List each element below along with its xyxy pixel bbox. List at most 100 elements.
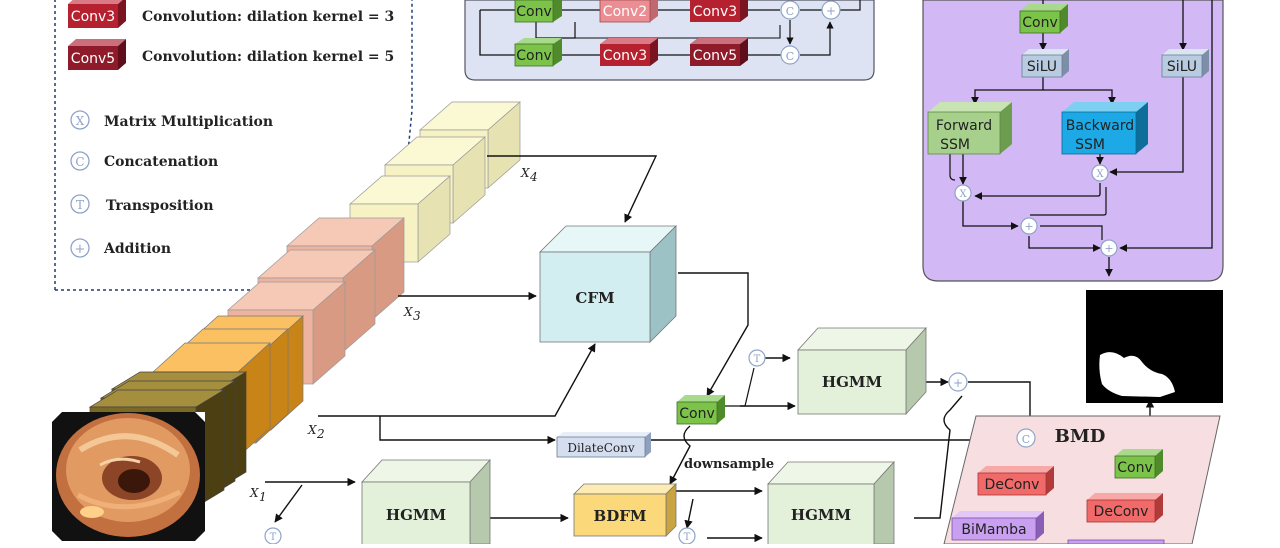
svg-text:HGMM: HGMM (791, 506, 851, 524)
svg-text:2: 2 (316, 427, 325, 441)
dilateconv-box: DilateConv (556, 432, 651, 458)
svg-text:Conv2: Conv2 (603, 4, 647, 20)
svg-text:Conv3: Conv3 (603, 48, 647, 64)
add-icon-hgmm-top (948, 372, 968, 392)
svg-text:T: T (76, 198, 84, 212)
svg-text:T: T (754, 354, 761, 365)
svg-text:Backward: Backward (1066, 118, 1134, 134)
dilate-concat-icon-top (780, 0, 800, 20)
legend-transpose-desc: Transposition (106, 198, 214, 214)
backward-ssm-box: Backward SSM (1061, 102, 1148, 155)
matmul-icon (70, 110, 90, 130)
svg-text:1: 1 (259, 490, 267, 504)
cfm-label: CFM (575, 289, 614, 307)
svg-text:Forward: Forward (936, 118, 992, 134)
bmd-bimamba: BiMamba (951, 511, 1044, 541)
legend-concat-desc: Concatenation (104, 154, 218, 170)
svg-text:SiLU: SiLU (1027, 59, 1057, 75)
svg-text:C: C (786, 5, 794, 18)
svg-text:DilateConv: DilateConv (567, 441, 635, 455)
hgmm-bottom-right-module: HGMM (767, 460, 895, 548)
bmd-conv: Conv (1114, 449, 1163, 479)
add-icon (70, 238, 90, 258)
x4-label: X (520, 166, 530, 180)
hgmm-bottom-left-module: HGMM (361, 458, 491, 548)
main-connectors (265, 155, 1155, 543)
svg-text:C: C (1022, 433, 1030, 446)
input-endoscopy-image (52, 412, 205, 541)
bmd-concat-icon (1016, 428, 1036, 448)
dilate-add-icon (821, 0, 841, 20)
bdfm-module: BDFM (573, 483, 677, 537)
transpose-icon (70, 194, 90, 214)
bmd-deconv-left: DeConv (977, 466, 1054, 496)
svg-text:+: + (1104, 242, 1113, 255)
svg-text:+: + (75, 242, 86, 257)
svg-text:Conv: Conv (516, 4, 552, 20)
legend-conv5-label: Conv5 (71, 51, 115, 67)
mamba-silu-right: SiLU (1161, 49, 1209, 78)
legend-matmul-desc: Matrix Multiplication (104, 114, 273, 130)
svg-text:C: C (786, 50, 794, 63)
bmd-panel: BMD C DeConv BiMamba DeConv Conv (943, 415, 1221, 545)
x2-label: X (307, 423, 317, 437)
svg-text:HGMM: HGMM (822, 373, 882, 391)
legend-conv5-desc: Convolution: dilation kernel = 5 (142, 49, 394, 65)
svg-text:+: + (826, 4, 836, 18)
dilate-row1-conv2: Conv2 (599, 0, 658, 23)
mamba-add-icon-1 (1020, 217, 1038, 235)
output-mask-image (1086, 290, 1223, 403)
svg-text:BDFM: BDFM (594, 507, 647, 525)
legend-conv5-tag: Conv5 (68, 39, 126, 70)
svg-text:Conv: Conv (516, 48, 552, 64)
svg-text:X: X (76, 114, 85, 128)
svg-text:SSM: SSM (940, 137, 970, 153)
svg-text:4: 4 (529, 170, 538, 184)
svg-text:SiLU: SiLU (1167, 59, 1197, 75)
svg-text:C: C (75, 155, 84, 169)
mamba-mult-icon-left (954, 184, 972, 202)
downsample-label: downsample (684, 457, 774, 472)
conv-mid-box: Conv (676, 395, 725, 425)
svg-text:X: X (959, 189, 967, 200)
bmd-title: BMD (1055, 426, 1106, 447)
legend-conv3-tag: Conv3 (68, 0, 126, 28)
mamba-silu-left: SiLU (1021, 49, 1069, 78)
mamba-conv-box: Conv (1019, 4, 1068, 34)
dilate-row2-conv3: Conv3 (600, 38, 658, 66)
svg-text:3: 3 (413, 309, 421, 323)
svg-text:Conv: Conv (1022, 15, 1058, 31)
dilate-row2-conv: Conv (514, 38, 562, 67)
x1-label: X (249, 486, 259, 500)
svg-text:SSM: SSM (1075, 137, 1105, 153)
dilate-row1-conv3: Conv3 (690, 0, 748, 22)
svg-text:Conv3: Conv3 (693, 4, 737, 20)
svg-text:T: T (684, 532, 691, 543)
hgmm-top-module: HGMM (797, 326, 927, 416)
svg-text:Conv: Conv (679, 406, 715, 422)
legend-add-desc: Addition (103, 241, 171, 257)
svg-text:Conv: Conv (1117, 460, 1153, 476)
svg-text:+: + (1024, 220, 1033, 233)
svg-text:+: + (953, 376, 963, 390)
cfm-module: CFM (539, 225, 677, 343)
legend-conv3-label: Conv3 (71, 9, 115, 25)
svg-text:BiMamba: BiMamba (961, 522, 1026, 538)
dilateconv-detail-panel: Conv Conv2 Conv3 C + Conv Co (464, 0, 875, 81)
bmd-deconv-right: DeConv (1086, 493, 1163, 523)
mamba-detail-panel: Conv SiLU SiLU Forward SSM Backward SSM (922, 0, 1224, 282)
dilate-row2-conv5: Conv5 (690, 38, 748, 66)
concat-icon (70, 151, 90, 171)
svg-text:T: T (270, 532, 277, 543)
svg-text:Conv5: Conv5 (693, 48, 737, 64)
x3-label: X (403, 305, 413, 319)
forward-ssm-box: Forward SSM (927, 102, 1012, 155)
legend-conv3-desc: Convolution: dilation kernel = 3 (142, 9, 394, 25)
dilate-concat-icon-bottom (780, 45, 800, 65)
svg-text:HGMM: HGMM (386, 506, 446, 524)
transpose-icon-top (748, 349, 766, 367)
svg-text:DeConv: DeConv (1094, 504, 1149, 520)
svg-text:X: X (1096, 169, 1104, 180)
